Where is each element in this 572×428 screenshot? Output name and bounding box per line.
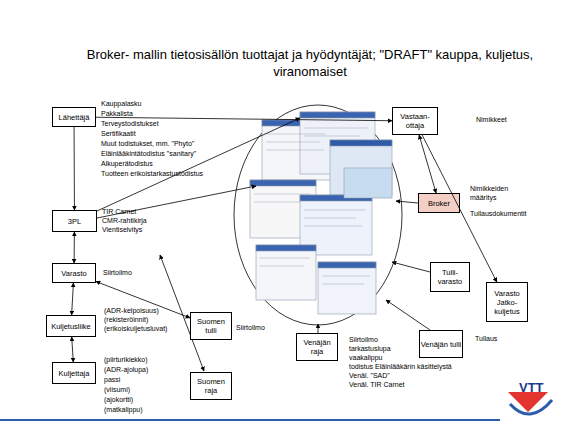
footer-rule <box>0 419 500 421</box>
box-label: Suomen tulli <box>191 317 231 335</box>
leader-arrows <box>97 118 430 371</box>
document-note: Siirtoilmo <box>103 269 132 278</box>
document-note: Sertifikaatit <box>101 130 136 139</box>
process-box: Tulli- varasto <box>430 262 470 292</box>
process-box: Varasto Jatko- kuljetus <box>486 282 528 322</box>
document-note: Eläinlääkintätodistus "sanitary" <box>101 150 196 159</box>
box-label: Tulli- varasto <box>431 268 469 286</box>
screenshot-stack <box>250 112 392 314</box>
box-label: Varasto <box>61 269 86 278</box>
process-box: Broker <box>418 193 460 213</box>
box-label: 3PL <box>68 217 81 226</box>
document-note: passi <box>104 376 120 385</box>
process-box: Suomen tulli <box>190 312 232 340</box>
box-label: Kuljettaja <box>59 369 90 378</box>
document-note: Venäl. "SAD" <box>349 372 390 381</box>
document-note: Nimikkeet <box>476 116 507 125</box>
document-note: Venäl. TIR Carnet <box>349 381 405 390</box>
screenshot-lines <box>254 128 370 284</box>
process-box: Kuljetusliike <box>46 315 96 337</box>
box-label: Varasto Jatko- kuljetus <box>487 289 527 316</box>
document-note: vaakalippu <box>349 354 382 363</box>
document-note: (ADR-kelpoisuus) <box>104 307 159 316</box>
document-note: TIR Carnet <box>102 208 136 217</box>
process-box: 3PL <box>52 210 97 232</box>
logo-text: VTT <box>519 384 544 393</box>
logo-swoosh <box>510 400 552 414</box>
document-note: (piirturikiekko) <box>104 356 148 365</box>
document-note: (rekisteröinnit) <box>104 316 148 325</box>
document-note: (matkalippu) <box>104 406 143 415</box>
process-box: Venäjän raja <box>296 333 338 361</box>
system-ellipse <box>234 105 402 325</box>
document-note: Siirtoilmo <box>236 324 265 333</box>
document-note: (viisumi) <box>104 386 130 395</box>
document-note: Tuotteen erikoistarkastustodistus <box>101 170 203 179</box>
document-note: Muut todistukset, mm. "Phyto" <box>101 140 194 149</box>
flow-arrow <box>72 283 74 315</box>
process-box: Kuljettaja <box>52 362 96 384</box>
process-box: Vastaan- ottaja <box>392 107 438 135</box>
box-label: Broker <box>428 199 450 208</box>
document-note: Pakkalista <box>101 110 133 119</box>
process-box: Suomen raja <box>190 372 232 400</box>
document-note: Tullaus <box>475 335 497 344</box>
document-note: Vientiselvitys <box>102 226 142 235</box>
flow-arrow <box>419 135 436 193</box>
flow-arrow <box>74 232 75 263</box>
process-box: Venäjän tulli <box>419 330 463 358</box>
document-note: tarkastuslupa <box>349 345 391 354</box>
flow-arrow <box>72 337 74 362</box>
box-label: Suomen raja <box>191 377 231 395</box>
box-label: Lähettäjä <box>59 113 90 122</box>
document-note: Nimikkeiden määritys <box>470 185 514 202</box>
document-note: Siirtoilmo <box>349 336 378 345</box>
box-label: Venäjän tulli <box>421 340 461 349</box>
flow-arrow <box>422 135 497 282</box>
flow-arrow <box>96 282 190 318</box>
document-note: todistus Eläinlääkärin käsittelystä <box>349 363 452 372</box>
document-note: (erikoiskuljetusluvat) <box>104 325 167 334</box>
document-note: Terveystodistukset <box>101 120 159 129</box>
document-note: (ajokortti) <box>104 396 133 405</box>
box-label: Vastaan- ottaja <box>393 112 437 130</box>
document-note: Tullausdokumentit <box>470 210 527 219</box>
box-label: Kuljetusliike <box>51 322 91 331</box>
document-note: (ADR-ajolupa) <box>104 366 148 375</box>
process-box: Lähettäjä <box>52 107 96 127</box>
box-label: Venäjän raja <box>297 338 337 356</box>
flow-arrow <box>74 127 75 210</box>
diagram-title: Broker- mallin tietosisällön tuottajat j… <box>60 46 560 80</box>
process-box: Varasto <box>52 263 96 283</box>
document-note: Alkuperätodistus <box>101 160 153 169</box>
document-note: Kauppalasku <box>101 100 141 109</box>
document-note: CMR-rahtikirja <box>102 217 147 226</box>
